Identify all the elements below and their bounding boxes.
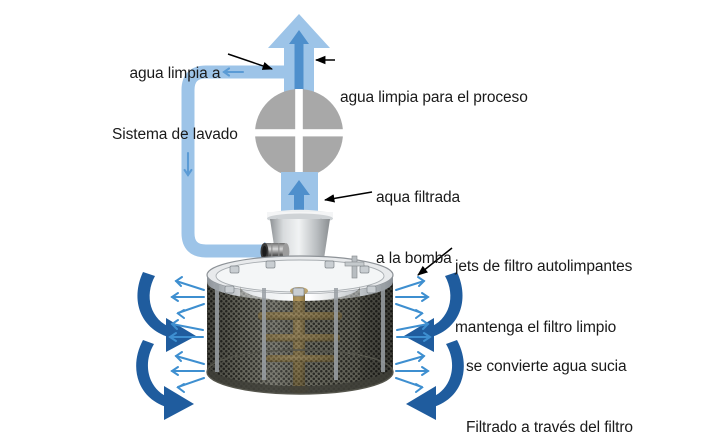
inner-up-arrow: [289, 30, 309, 92]
leader-wash-system: [227, 53, 273, 70]
label-dirty-line2: Filtrado a través del filtro: [466, 419, 633, 437]
label-self-cleaning-jets: jets de filtro autolimpantes mantenga el…: [455, 216, 632, 380]
jet-arrows-left: [168, 276, 205, 393]
pipe-flow-arrows: [183, 67, 245, 177]
riser-inner-arrow: [288, 180, 310, 212]
label-clean-water-for-process: agua limpia para el proceso: [340, 47, 528, 149]
label-pump-line1: aqua filtrada: [376, 188, 461, 206]
leader-jets: [417, 247, 453, 276]
inlet-port: [260, 243, 290, 260]
rim-post: [344, 255, 365, 279]
label-jets-line1: jets de filtro autolimpantes: [455, 257, 633, 275]
pump-circle: [255, 89, 343, 177]
label-dirty-water-filtered: se convierte agua sucia Filtrado a travé…: [466, 316, 633, 446]
rim-tabs: [224, 260, 377, 297]
callout-leader-lines: [227, 53, 453, 276]
label-pump-line2: a la bomba: [376, 250, 452, 268]
leader-pump: [323, 191, 373, 203]
inflow-arrow-right-bottom: [406, 340, 464, 420]
label-wash-line1: agua limpia a: [129, 64, 221, 82]
inflow-arrow-left-bottom: [136, 340, 194, 420]
label-jets-line2: mantenga el filtro limpio: [455, 319, 617, 337]
label-dirty-line1: se convierte agua sucia: [466, 357, 627, 375]
label-filtered-water-to-pump: aqua filtrada a la bomba: [376, 147, 460, 311]
basket-supports: [215, 284, 385, 380]
label-clean-water-to-wash-system: agua limpia a Sistema de lavado: [112, 23, 238, 187]
label-process-line1: agua limpia para el proceso: [340, 88, 528, 106]
jet-arrows-right: [395, 276, 432, 393]
self-cleaning-jet-arrows: [168, 276, 432, 393]
filtered-water-riser: [281, 172, 318, 214]
filter-basket: [206, 255, 394, 395]
label-wash-line2: Sistema de lavado: [112, 126, 238, 144]
